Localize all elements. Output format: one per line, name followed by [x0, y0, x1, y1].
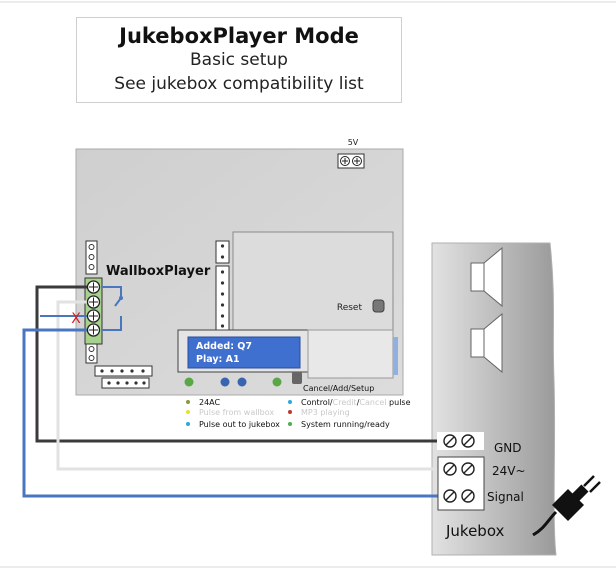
player-module	[232, 231, 394, 331]
jukebox-terminals	[437, 432, 485, 511]
legend-dot	[186, 422, 190, 426]
buttons-label: Cancel/Add/Setup	[303, 384, 374, 393]
reset-button[interactable]	[372, 299, 385, 313]
legend-dot	[186, 410, 190, 414]
jukebox-label: Jukebox	[445, 522, 505, 540]
wire-24v	[56, 300, 445, 471]
wire-gnd	[35, 285, 445, 443]
power-label: 5V	[348, 138, 359, 147]
power-plug-icon	[532, 475, 601, 537]
title-subtitle: Basic setup	[190, 50, 288, 70]
legend-item: System running/ready	[301, 420, 390, 429]
legend-item: 24AC	[199, 398, 221, 407]
lcd-line-2: Play: A1	[196, 354, 240, 365]
screw-terminals	[86, 280, 101, 337]
pin-header	[215, 240, 230, 331]
setup-button[interactable]	[292, 372, 302, 384]
legend-item: MP3 playing	[301, 408, 350, 417]
title-box: JukeboxPlayer Mode Basic setup See jukeb…	[76, 17, 402, 103]
terminal-label-gnd: GND	[494, 441, 522, 455]
lcd-screen	[187, 336, 301, 369]
legend-dot	[288, 410, 292, 414]
led-running	[184, 377, 194, 387]
button-panel	[307, 329, 394, 379]
legend-item: Pulse out to jukebox	[199, 420, 280, 429]
legend-dot	[186, 400, 190, 404]
terminal-strip-bottom	[85, 342, 98, 364]
terminal-label-signal: Signal	[487, 490, 524, 504]
wire-signal	[22, 328, 445, 498]
board-name: WallboxPlayer	[106, 264, 211, 279]
legend-item: Pulse from wallbox	[199, 408, 274, 417]
legend-dot	[288, 400, 292, 404]
terminal-strip-top	[85, 240, 98, 275]
wire-blue-jumper	[102, 286, 123, 331]
terminal-label-24v: 24V~	[492, 464, 526, 478]
panel-edge	[393, 337, 398, 375]
speaker-icon	[470, 246, 503, 308]
add-button[interactable]	[237, 377, 247, 387]
power-connector	[337, 153, 365, 169]
legend-item: Control/Credit/Cancel pulse	[301, 398, 411, 407]
speaker-icon	[470, 312, 503, 374]
title-note: See jukebox compatibility list	[114, 74, 364, 94]
lcd-line-1: Added: Q7	[196, 341, 252, 352]
title-heading: JukeboxPlayer Mode	[119, 24, 359, 48]
cancel-button[interactable]	[220, 377, 230, 387]
reset-label: Reset	[337, 303, 363, 313]
legend-dot	[288, 422, 292, 426]
x-marker: X	[71, 311, 81, 327]
bottom-header	[94, 365, 153, 389]
led-24ac	[272, 377, 282, 387]
